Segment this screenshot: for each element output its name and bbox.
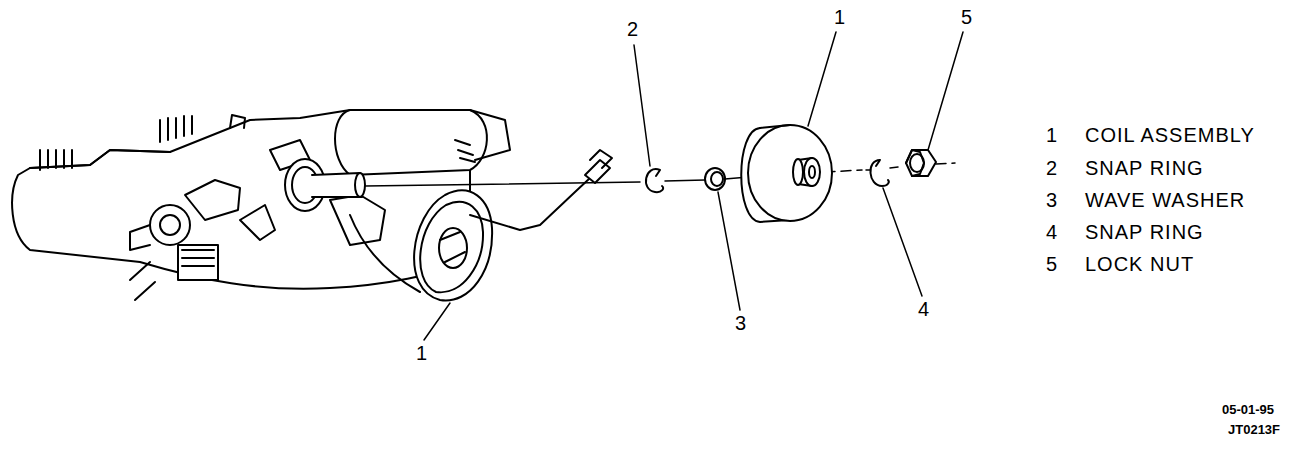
- legend-number: 1: [1046, 124, 1058, 147]
- figure-date: 05-01-95: [1222, 402, 1274, 417]
- part-name: WAVE WASHER: [1085, 189, 1245, 212]
- part-name: SNAP RING: [1085, 157, 1204, 180]
- legend-number: 2: [1046, 157, 1058, 180]
- figure-code: JT0213F: [1228, 422, 1280, 437]
- part-name: COIL ASSEMBLY: [1085, 124, 1255, 147]
- legend-number: 5: [1046, 253, 1058, 276]
- callout-number: 4: [918, 298, 930, 321]
- part-name: SNAP RING: [1085, 221, 1204, 244]
- callout-number: 2: [627, 18, 639, 41]
- callout-number: 1: [416, 342, 428, 365]
- legend-number: 3: [1046, 189, 1058, 212]
- legend-number: 4: [1046, 221, 1058, 244]
- callout-number: 5: [961, 6, 973, 29]
- callout-number: 3: [735, 312, 747, 335]
- callout-number: 1: [834, 6, 846, 29]
- part-name: LOCK NUT: [1085, 253, 1194, 276]
